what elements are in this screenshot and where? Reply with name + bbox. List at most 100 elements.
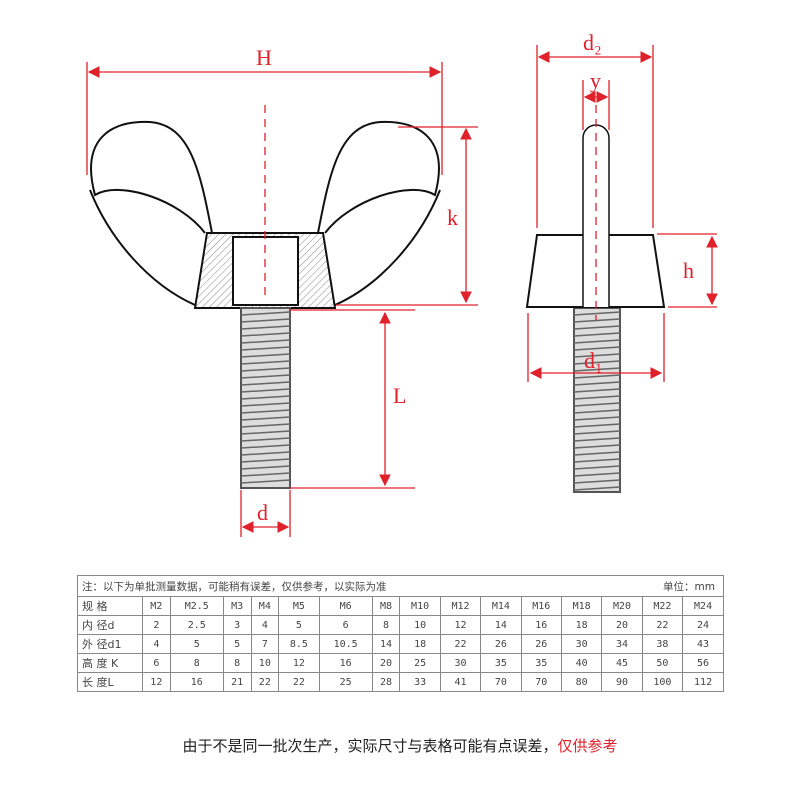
thread-line — [240, 381, 291, 386]
label-L: L — [393, 383, 406, 408]
table-note-row: 注：以下为单批测量数据，可能稍有误差，仅供参考，以实际为准 单位：mm — [77, 575, 724, 597]
thread-line — [240, 444, 291, 449]
label-d1: d₁ — [584, 348, 603, 373]
thread-line — [240, 388, 291, 393]
thread-line — [573, 430, 621, 435]
table-cell: 35 — [480, 653, 522, 673]
thread-line — [573, 479, 621, 484]
thread-line — [240, 458, 291, 463]
table-cell: 30 — [439, 653, 482, 673]
table-cell: M14 — [480, 596, 522, 616]
thread-line — [573, 465, 621, 470]
table-cell: M2.5 — [169, 596, 224, 616]
table-cell: 70 — [520, 672, 562, 692]
thread-line — [573, 332, 621, 337]
disclaimer-text: 由于不是同一批次生产，实际尺寸与表格可能有点误差， — [182, 737, 558, 755]
table-cell: M22 — [641, 596, 684, 616]
thread-line — [573, 472, 621, 477]
thread-line — [240, 416, 291, 421]
row-label: 规 格 — [77, 596, 143, 616]
table-cell: 16 — [169, 672, 224, 692]
table-cell: 14 — [480, 615, 522, 635]
table-cell: 3 — [222, 615, 252, 635]
thread-line — [573, 409, 621, 414]
thread-line — [240, 311, 291, 316]
table-cell: 16 — [520, 615, 562, 635]
table-cell: 50 — [641, 653, 684, 673]
table-cell: 6 — [142, 653, 171, 673]
left-wing — [89, 120, 213, 306]
table-cell: M12 — [439, 596, 482, 616]
table-cell: M18 — [560, 596, 603, 616]
wing-bolt-diagram: H k L d d₂ y h d₁ — [86, 30, 718, 537]
thread-line — [240, 472, 291, 477]
label-d2: d₂ — [583, 30, 602, 55]
table-cell: 18 — [560, 615, 603, 635]
thread-line — [573, 444, 621, 449]
table-cell: M20 — [601, 596, 643, 616]
table-cell: 33 — [399, 672, 441, 692]
table-cell: M8 — [371, 596, 401, 616]
thread-line — [240, 479, 291, 484]
table-cell: 2 — [142, 615, 171, 635]
table-cell: M2 — [142, 596, 171, 616]
table-cell: M24 — [682, 596, 724, 616]
thread-line — [240, 451, 291, 456]
table-cell: 2.5 — [169, 615, 224, 635]
thread-line — [240, 374, 291, 379]
table-cell: 22 — [439, 634, 482, 654]
row-label: 内 径d — [77, 615, 143, 635]
table-cell: 34 — [601, 634, 643, 654]
table-cell: 5 — [222, 634, 252, 654]
table-cell: 6 — [318, 615, 373, 635]
label-d: d — [257, 500, 268, 525]
thread-line — [240, 332, 291, 337]
table-cell: 100 — [641, 672, 684, 692]
table-cell: 24 — [682, 615, 724, 635]
label-h: h — [683, 258, 694, 283]
table-cell: 8 — [371, 615, 401, 635]
table-cell: 20 — [371, 653, 401, 673]
table-cell: 40 — [560, 653, 603, 673]
label-H: H — [256, 45, 272, 70]
right-dimension-labels: d₂ y h d₁ — [583, 30, 694, 373]
thread-line — [240, 402, 291, 407]
thread-line — [573, 388, 621, 393]
thread-line — [573, 416, 621, 421]
thread-line — [240, 430, 291, 435]
table-cell: 22 — [641, 615, 684, 635]
table-cell: 4 — [142, 634, 171, 654]
table-cell: 25 — [318, 672, 373, 692]
table-cell: 14 — [371, 634, 401, 654]
thread-line — [573, 325, 621, 330]
thread-line — [240, 437, 291, 442]
table-cell: M16 — [520, 596, 562, 616]
table-cell: 112 — [682, 672, 724, 692]
label-k: k — [447, 205, 458, 230]
table-cell: 26 — [520, 634, 562, 654]
table-cell: M5 — [278, 596, 320, 616]
left-dimension-lines — [86, 62, 478, 537]
table-cell: 28 — [371, 672, 401, 692]
thread-line — [573, 381, 621, 386]
table-cell: 80 — [560, 672, 603, 692]
thread-line — [573, 318, 621, 323]
table-cell: 12 — [278, 653, 320, 673]
thread-line — [573, 423, 621, 428]
table-cell: 20 — [601, 615, 643, 635]
table-unit: 单位：mm — [663, 580, 715, 593]
thread-line — [573, 395, 621, 400]
table-cell: M10 — [399, 596, 441, 616]
thread-line — [240, 409, 291, 414]
table-cell: 5 — [169, 634, 224, 654]
disclaimer: 由于不是同一批次生产，实际尺寸与表格可能有点误差，仅供参考 — [0, 735, 800, 756]
thread-line — [573, 437, 621, 442]
left-dimension-labels: H k L d — [256, 45, 458, 525]
table-cell: 8 — [222, 653, 252, 673]
table-note: 注：以下为单批测量数据，可能稍有误差，仅供参考，以实际为准 — [82, 580, 387, 593]
label-y: y — [590, 68, 601, 93]
